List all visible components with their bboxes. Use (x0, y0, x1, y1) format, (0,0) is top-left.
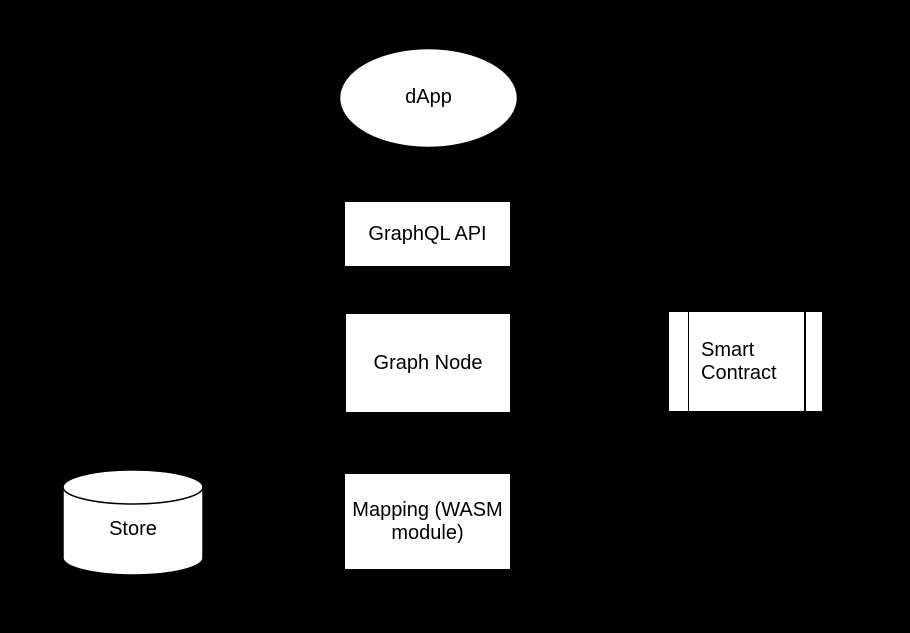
node-graph-node: Graph Node (345, 313, 511, 413)
store-label: Store (109, 518, 157, 540)
smart-contract-inner-line-right (804, 312, 806, 411)
mapping-label: Mapping (WASM module) (352, 498, 503, 544)
edge-dapp-to-smart-contract (517, 97, 752, 310)
dapp-label: dApp (405, 86, 452, 108)
smart-contract-label: Smart Contract (701, 338, 777, 384)
smart-contract-inner-line-left (687, 312, 689, 411)
graph-node-label: Graph Node (373, 351, 483, 374)
node-mapping: Mapping (WASM module) (344, 473, 511, 570)
node-smart-contract: Smart Contract (668, 311, 823, 412)
graphql-api-label: GraphQL API (368, 222, 487, 245)
node-graphql-api: GraphQL API (344, 201, 511, 267)
edge-graph-node-to-store (128, 363, 345, 469)
